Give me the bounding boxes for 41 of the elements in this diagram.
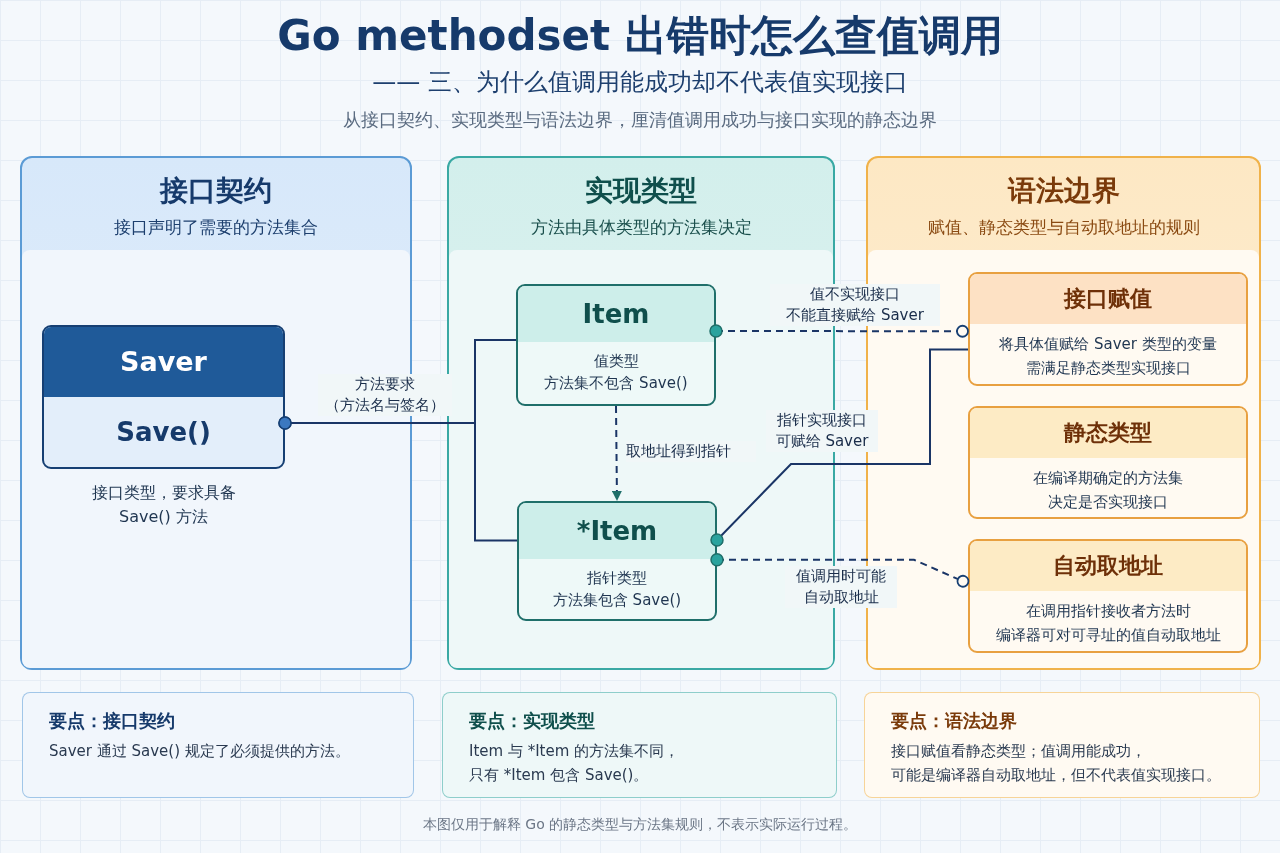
connector [278, 416, 518, 542]
dashed-connector [710, 553, 970, 588]
rule-description: 在调用指针接收者方法时编译器可对可寻址的值自动取地址 [994, 601, 1222, 646]
edge-label: 方法要求（方法名与签名） [318, 374, 452, 416]
card-text: Saver 通过 Save() 规定了必须提供的方法。 [49, 741, 350, 762]
dashed-connector [611, 405, 622, 502]
rule-heading: 自动取地址 [970, 541, 1246, 591]
card-text: 接口赋值看静态类型；值调用能成功，可能是编译器自动取地址，但不代表值实现接口。 [891, 741, 1221, 786]
summary-card [22, 692, 414, 798]
card-heading: 要点：实现类型 [469, 709, 595, 733]
type-box [517, 501, 717, 621]
rule-description: 将具体值赋给 Saver 类型的变量需满足静态类型实现接口 [998, 334, 1218, 379]
subtitle: —— 三、为什么值调用能成功却不代表值实现接口 [371, 67, 909, 98]
card-heading: 要点：语法边界 [891, 709, 1017, 733]
panel-heading: 语法边界 [1006, 173, 1121, 209]
summary-card [864, 692, 1260, 798]
summary-card [442, 692, 837, 798]
title: Go methodset 出错时怎么查值调用 [276, 10, 1004, 62]
rule-description: 在编译期确定的方法集决定是否实现接口 [1032, 468, 1184, 513]
type-description: 指针类型方法集包含 Save() [551, 568, 683, 611]
class-box [42, 325, 285, 469]
class-name: Saver [44, 327, 283, 397]
rule-heading: 接口赋值 [970, 274, 1246, 324]
footnote: 本图仅用于解释 Go 的静态类型与方法集规则，不表示实际运行过程。 [421, 816, 859, 834]
type-name: Item [518, 286, 714, 342]
panel-subheading: 接口声明了需要的方法集合 [113, 216, 319, 239]
method-name: Save() [115, 416, 212, 449]
description: 从接口契约、实现类型与语法边界，厘清值调用成功与接口实现的静态边界 [342, 108, 938, 132]
type-name: *Item [519, 503, 715, 559]
card-heading: 要点：接口契约 [49, 709, 175, 733]
connector [710, 348, 969, 547]
panel-subheading: 方法由具体类型的方法集决定 [529, 216, 753, 239]
type-box [516, 284, 716, 406]
panel-heading: 接口契约 [158, 173, 273, 209]
panel-subheading: 赋值、静态类型与自动取地址的规则 [926, 216, 1201, 239]
rule-heading: 静态类型 [970, 408, 1246, 458]
card-text: Item 与 *Item 的方法集不同，只有 *Item 包含 Save()。 [469, 741, 680, 786]
panel-heading: 实现类型 [584, 173, 698, 209]
type-description: 值类型方法集不包含 Save() [543, 351, 689, 394]
dashed-connector [709, 324, 969, 338]
node-caption: 接口类型，要求具备Save() 方法 [90, 482, 237, 528]
